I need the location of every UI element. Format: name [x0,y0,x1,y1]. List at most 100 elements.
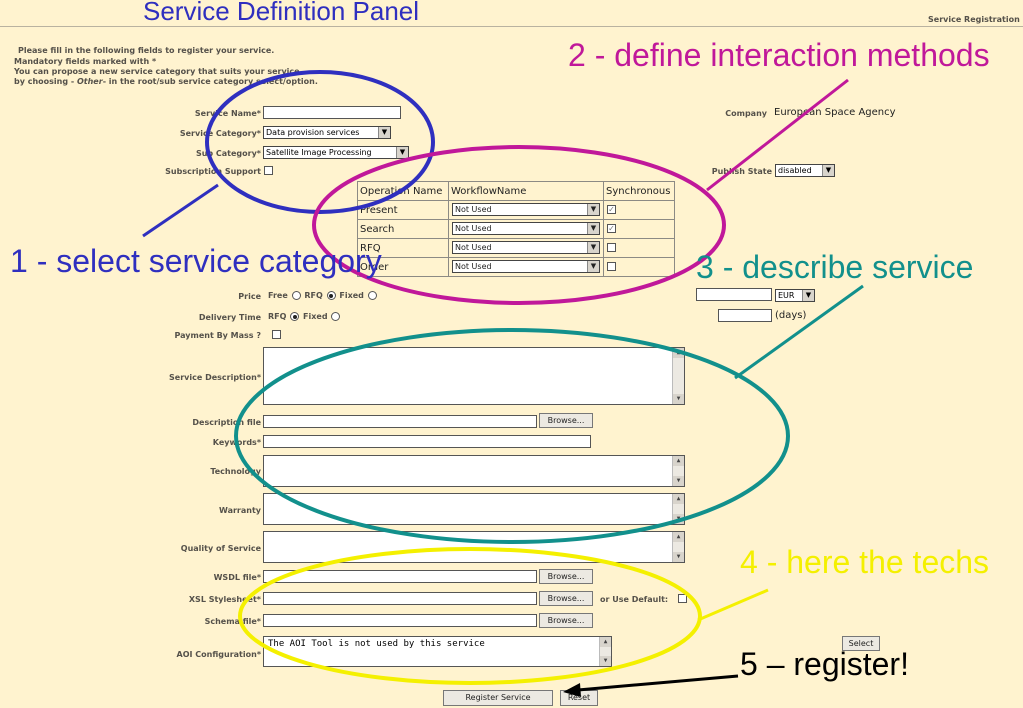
description-file-browse-button[interactable]: Browse... [539,413,593,428]
use-default-checkbox[interactable] [678,594,687,603]
description-file-label: Description file [192,418,261,427]
intro-line-3: You can propose a new service category t… [14,67,300,76]
workflow-value: Not Used [455,243,492,252]
intro-line-4b: - in the root/sub service category selec… [102,77,318,86]
ellipse-step1 [205,70,435,214]
publish-state-value: disabled [778,166,812,175]
intro-line-1: Please fill in the following fields to r… [18,46,275,55]
register-service-button[interactable]: Register Service [443,690,553,706]
synchronous-checkbox[interactable]: ✓ [607,205,616,214]
tab-service-registration[interactable]: Service Registration [928,15,1020,24]
sub-category-label: Sub Category* [195,149,261,158]
delivery-fixed-radio[interactable] [331,312,341,321]
scroll-down-icon[interactable]: ▼ [673,552,684,562]
annotation-step2: 2 - define interaction methods [568,37,990,73]
service-category-select[interactable]: Data provision services▼ [263,126,391,139]
xsl-stylesheet-label: XSL Stylesheet* [188,595,261,604]
scroll-up-icon[interactable]: ▲ [673,532,684,542]
publish-state-select[interactable]: disabled▼ [775,164,835,177]
warranty-textarea[interactable]: ▲▼ [263,493,685,525]
scroll-down-icon[interactable]: ▼ [673,476,684,486]
table-row: Search Not Used▼ ✓ [357,219,675,239]
delivery-fixed-label: Fixed [303,312,328,321]
price-fixed-label: Fixed [339,291,364,300]
subscription-label: Subscription Support [165,167,261,176]
payment-by-mass-checkbox[interactable] [272,330,281,339]
scroll-up-icon[interactable]: ▲ [673,494,684,504]
synchronous-checkbox[interactable] [607,243,616,252]
chevron-down-icon: ▼ [587,242,599,253]
payment-by-mass-label: Payment By Mass ? [174,331,262,340]
scroll-up-icon[interactable]: ▲ [673,456,684,466]
leader-step2 [706,78,849,192]
keywords-input[interactable] [263,435,591,448]
leader-step4 [697,588,769,622]
scrollbar[interactable]: ▲▼ [672,456,684,486]
publish-state-label: Publish State [711,167,772,176]
schema-file-label: Schema file* [204,617,261,626]
price-label: Price [238,292,261,301]
page-title: Service Definition Panel [143,0,420,26]
technology-label: Technology [210,467,261,476]
scrollbar[interactable]: ▲▼ [672,532,684,562]
operation-name: Order [357,257,449,277]
arrowhead-step5 [563,683,581,697]
workflow-select[interactable]: Not Used ▼ [452,241,600,254]
synchronous-checkbox[interactable] [607,262,616,271]
workflow-select[interactable]: Not Used▼ [452,260,600,273]
schema-browse-button[interactable]: Browse... [539,613,593,628]
sub-category-select[interactable]: Satellite Image Processing▼ [263,146,409,159]
aoi-configuration-textarea[interactable]: The AOI Tool is not used by this service… [263,636,612,667]
table-row: Present Not Used▼ ✓ [357,200,675,220]
leader-step1 [142,183,219,238]
wsdl-file-input[interactable] [263,570,537,583]
delivery-rfq-label: RFQ [268,312,287,321]
service-name-label: Service Name* [194,109,261,118]
description-file-input[interactable] [263,415,537,428]
price-free-label: Free [268,291,288,300]
select-button[interactable]: Select [842,636,880,651]
price-rfq-label: RFQ [304,291,323,300]
intro-line-4a: by choosing - [14,77,77,86]
currency-select[interactable]: EUR▼ [775,289,815,302]
synchronous-checkbox[interactable]: ✓ [607,224,616,233]
price-input[interactable] [696,288,772,301]
workflow-select[interactable]: Not Used▼ [452,203,600,216]
wsdl-browse-button[interactable]: Browse... [539,569,593,584]
aoi-configuration-value: The AOI Tool is not used by this service [268,639,485,649]
scrollbar[interactable]: ▲▼ [599,637,611,666]
chevron-down-icon: ▼ [802,290,814,301]
scroll-down-icon[interactable]: ▼ [600,656,611,666]
chevron-down-icon: ▼ [396,147,408,158]
service-name-input[interactable] [263,106,401,119]
company-value: European Space Agency [774,107,896,118]
workflow-select[interactable]: Not Used▼ [452,222,600,235]
ellipse-step4 [238,547,702,685]
service-description-label: Service Description* [169,373,261,382]
table-row: Order Not Used▼ [357,257,675,277]
delivery-rfq-radio[interactable] [290,312,300,321]
price-fixed-radio[interactable] [367,291,377,300]
chevron-down-icon: ▼ [587,261,599,272]
annotation-step5: 5 – register! [740,646,909,682]
price-free-radio[interactable] [291,291,301,300]
intro-line-2: Mandatory fields marked with * [14,57,157,66]
delivery-days-input[interactable] [718,309,772,322]
chevron-down-icon: ▼ [587,204,599,215]
scroll-up-icon[interactable]: ▲ [600,637,611,647]
use-default-label: or Use Default: [600,595,669,604]
service-description-textarea[interactable]: ▲▼ [263,347,685,405]
technology-textarea[interactable]: ▲▼ [263,455,685,487]
service-category-label: Service Category* [179,129,261,138]
xsl-browse-button[interactable]: Browse... [539,591,593,606]
leader-step5 [577,674,739,692]
aoi-configuration-label: AOI Configuration* [176,650,261,659]
scroll-down-icon[interactable]: ▼ [673,394,684,404]
schema-file-input[interactable] [263,614,537,627]
company-label: Company [725,109,767,118]
subscription-checkbox[interactable] [264,166,273,175]
xsl-stylesheet-input[interactable] [263,592,537,605]
price-rfq-radio[interactable] [326,291,336,300]
